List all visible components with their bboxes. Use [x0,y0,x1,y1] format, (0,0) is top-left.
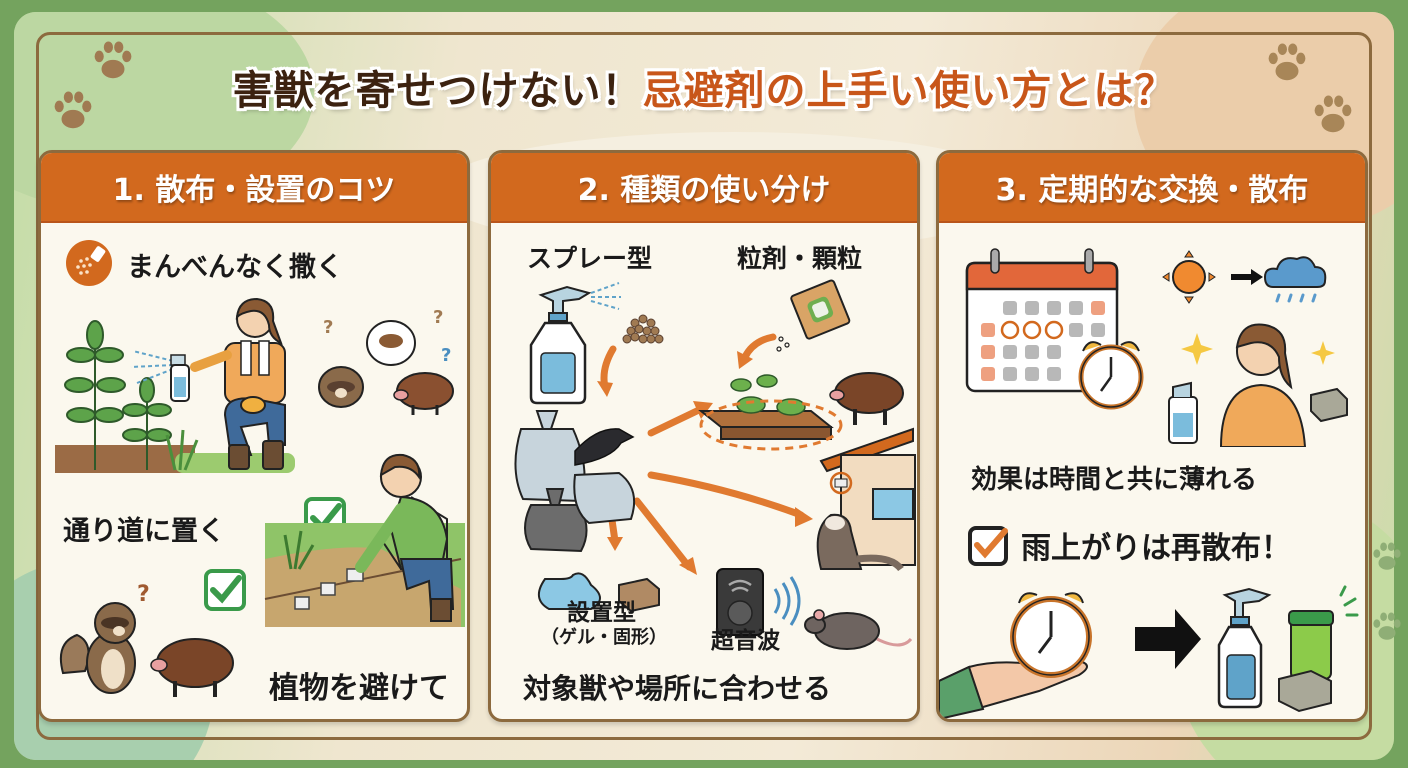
weather-and-woman-illustration [1162,250,1348,447]
summary-match-target: 対象獣や場所に合わせる [523,672,832,705]
section-periodic-replacement: 3. 定期的な交換・散布 効果 [936,150,1368,722]
section-type-selection: 2. 種類の使い分け スプレー型 粒剤・顆粒 [488,150,920,722]
section-application-tips: 1. 散布・設置のコツ まんべんなく撒く [38,150,470,722]
type-installed-sub: （ゲル・固形） [541,627,667,648]
confused-animals-illustration: ? ? ? [318,307,454,415]
title-part-accent: 忌避剤の上手い使い方とは？ [642,68,1176,114]
shaker-icon [66,240,112,286]
title-part-main: 害獣を寄せつけない！ [232,68,643,114]
section-heading: 2. 種類の使い分け [491,153,917,223]
type-granule-label: 粒剤・顆粒 [737,244,863,273]
repellent-types-diagram [514,279,916,650]
tip-place-on-path: 通り道に置く [63,516,225,547]
calendar-clock-illustration [965,248,1144,410]
paw-print-icon [94,41,132,79]
type-spray-label: スプレー型 [527,244,653,273]
tip-avoid-plants: 植物を避けて [269,671,449,706]
paw-print-icon [1314,95,1352,133]
page-title: 害獣を寄せつけない！忌避剤の上手い使い方とは？ [0,58,1408,116]
svg-text:?: ? [137,582,150,607]
svg-text:?: ? [433,307,443,328]
note-reapply-after-rain: 雨上がりは再散布！ [1021,531,1291,566]
section-heading: 1. 散布・設置のコツ [41,153,467,223]
man-placing-repellent-illustration [264,453,465,627]
reapply-timing-illustration [939,585,1359,719]
paw-print-icon [1373,612,1401,640]
type-installed-label: 設置型 [567,600,636,626]
paw-print-icon [54,91,92,129]
woman-spraying-plants-illustration [55,297,295,473]
section-heading: 3. 定期的な交換・散布 [939,153,1365,223]
type-ultrasonic-label: 超音波 [711,628,780,654]
tip-spread-evenly: まんべんなく撒く [127,252,343,283]
svg-text:?: ? [441,345,451,366]
svg-text:?: ? [323,317,333,338]
paw-print-icon [1373,542,1401,570]
decorative-border [36,32,1372,740]
note-effect-fades: 効果は時間と共に薄れる [971,465,1258,495]
checkbox-checked-icon [968,526,1008,566]
raccoon-and-boar-illustration: ? [59,582,234,697]
checkbox-checked-icon [204,569,246,611]
paw-print-icon [1268,43,1306,81]
